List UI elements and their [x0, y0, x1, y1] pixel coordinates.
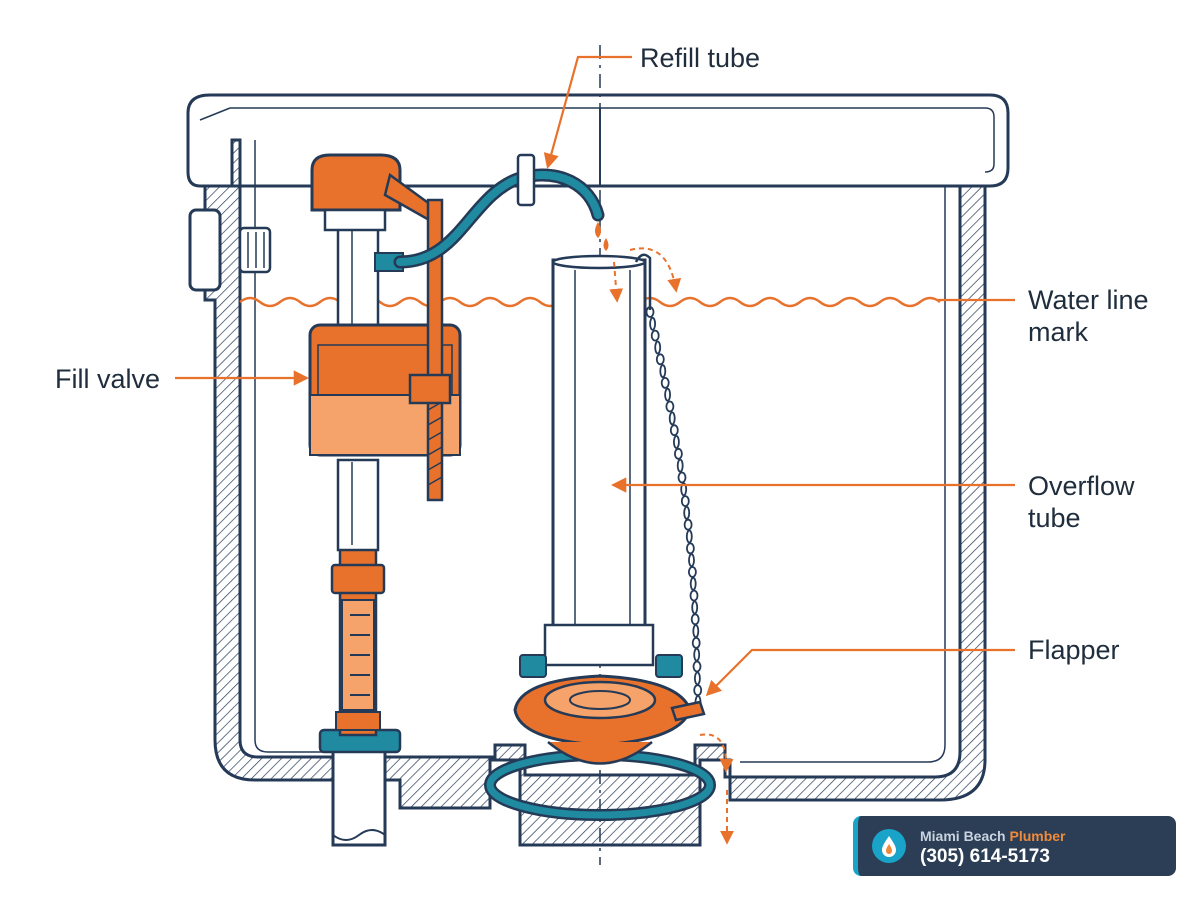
chain-link	[665, 389, 670, 401]
brand-name-part2: Plumber	[1009, 828, 1065, 844]
chain-link	[675, 449, 682, 459]
chain-link	[692, 614, 699, 624]
label-overflow-tube: Overflow tube	[1028, 470, 1135, 534]
chain-link	[655, 342, 660, 354]
brand-badge: Miami Beach Plumber (305) 614-5173	[853, 816, 1176, 876]
label-refill-tube: Refill tube	[640, 42, 760, 74]
chain-link	[687, 543, 694, 553]
chain-link	[666, 402, 673, 412]
chain-link	[691, 591, 698, 601]
label-fill-valve: Fill valve	[55, 363, 160, 395]
chain-link	[671, 425, 678, 435]
chain-link	[694, 662, 701, 672]
chain-link	[689, 554, 694, 566]
chain-link	[674, 436, 679, 448]
water-drop-icon	[872, 829, 906, 863]
brand-name: Miami Beach Plumber	[920, 828, 1066, 844]
chain-link	[685, 520, 692, 530]
chain-link	[687, 531, 692, 543]
label-flapper: Flapper	[1028, 634, 1120, 666]
brand-phone: (305) 614-5173	[920, 846, 1050, 868]
chain-link	[693, 625, 698, 637]
chain-link	[684, 507, 689, 519]
chain-link	[694, 685, 701, 695]
chain-link	[692, 602, 697, 614]
overflow-tube	[545, 248, 676, 665]
brand-name-part1: Miami Beach	[920, 828, 1006, 844]
flapper-chain	[647, 307, 702, 708]
chain-link	[660, 365, 665, 377]
label-water-line-mark-line2: mark	[1028, 316, 1149, 348]
chain-link	[657, 354, 664, 364]
chain-link	[691, 578, 696, 590]
chain-link	[694, 649, 699, 661]
chain-link	[670, 412, 675, 424]
label-overflow-tube-line2: tube	[1028, 502, 1135, 534]
chain-link	[682, 496, 689, 506]
chain-link	[689, 567, 696, 577]
chain-link	[662, 378, 669, 388]
chain-link	[679, 473, 686, 483]
label-water-line-mark: Water line mark	[1028, 284, 1149, 348]
chain-link	[695, 672, 700, 684]
chain-link	[650, 318, 655, 330]
chain-link	[678, 460, 683, 472]
label-water-line-mark-line1: Water line	[1028, 284, 1149, 316]
label-overflow-tube-line1: Overflow	[1028, 470, 1135, 502]
chain-link	[693, 638, 700, 648]
chain-link	[652, 331, 659, 341]
